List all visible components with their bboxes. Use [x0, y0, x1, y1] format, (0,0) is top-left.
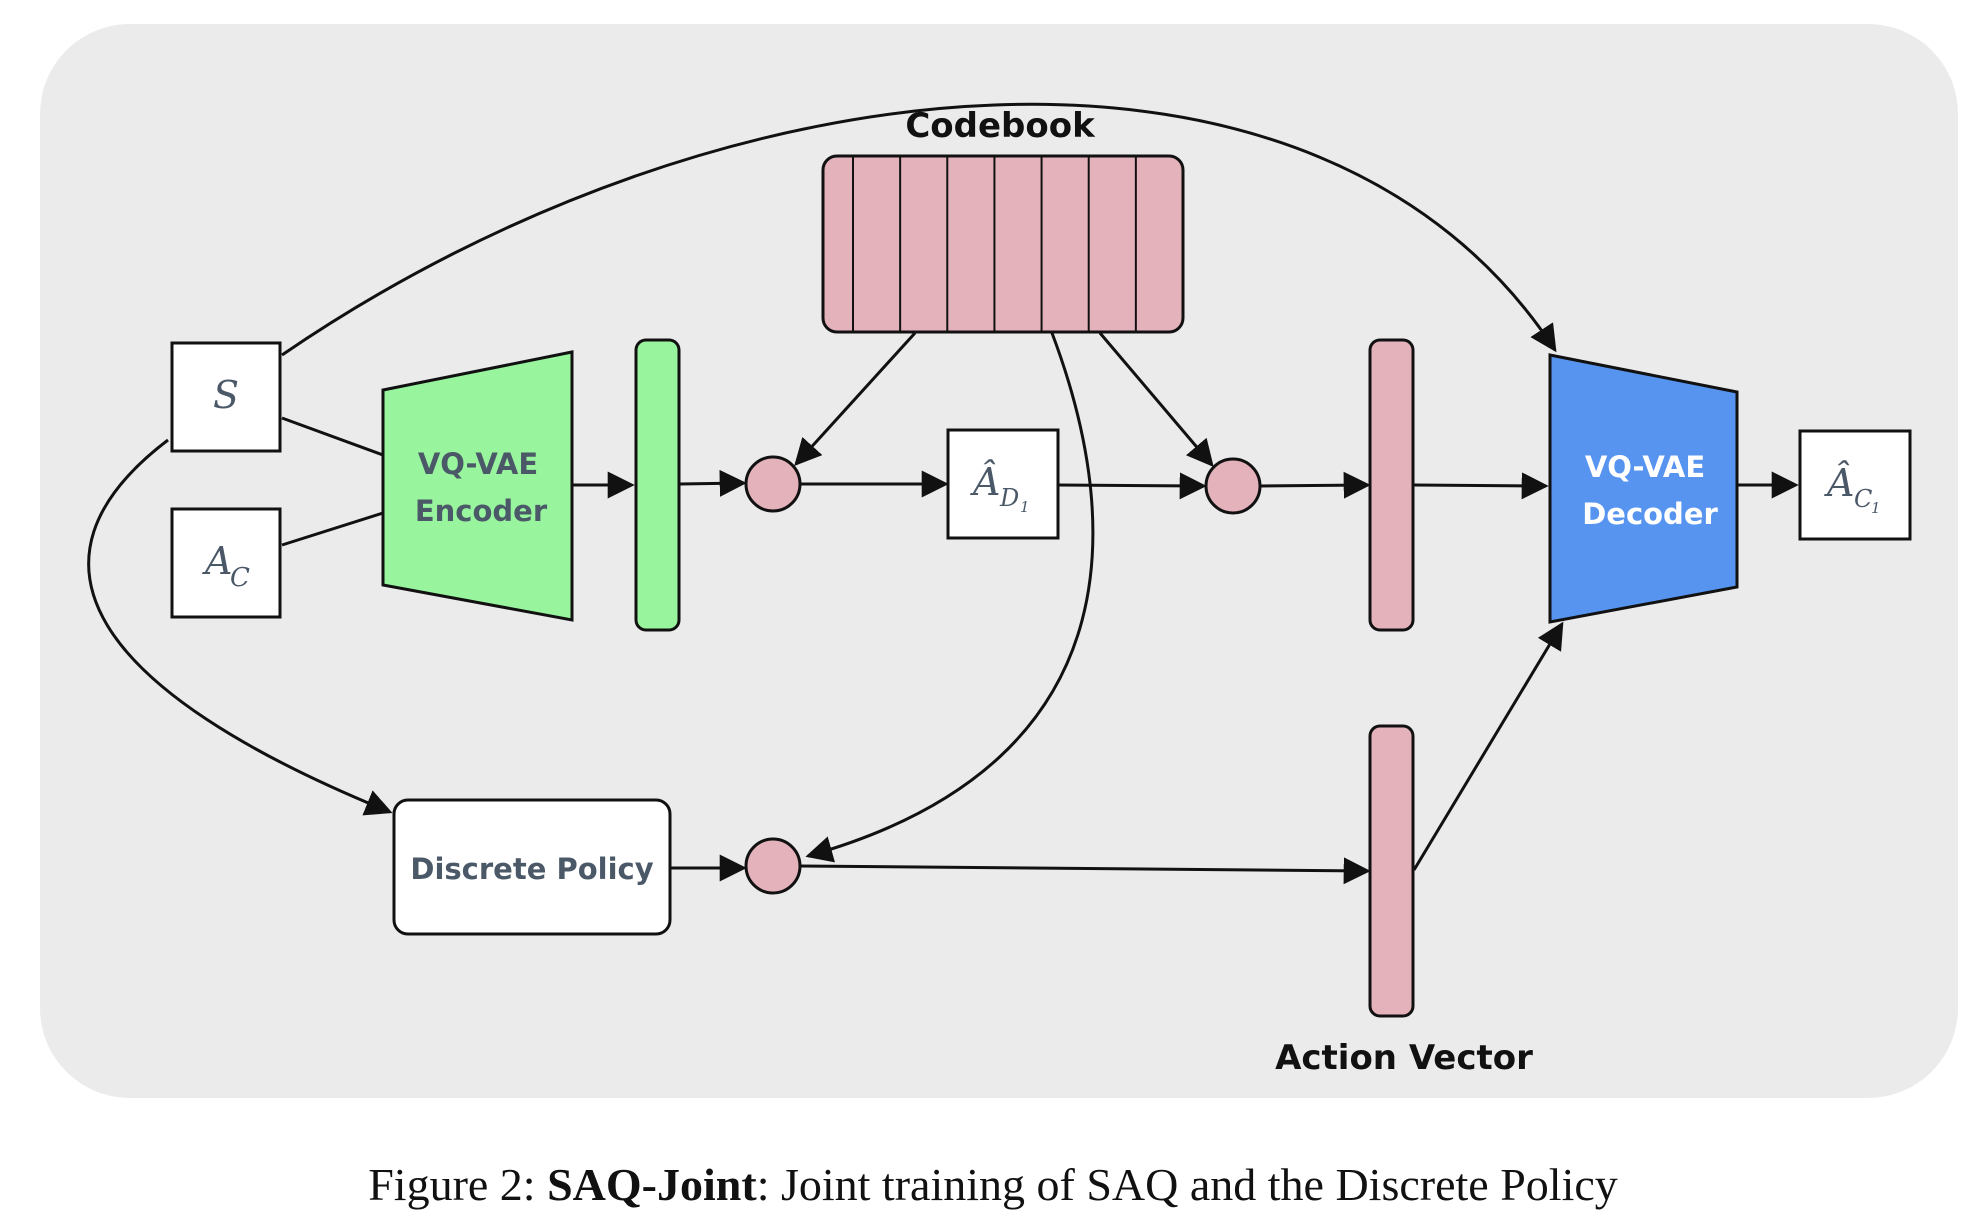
- vq-vae-decoder: VQ-VAE Decoder: [1548, 353, 1739, 624]
- codebook-entries: [852, 156, 1137, 332]
- vq-vae-encoder: VQ-VAE Encoder: [381, 350, 574, 622]
- latent-vector-quantized: [1368, 338, 1415, 632]
- action-continuous-subscript: C: [230, 563, 250, 593]
- edge-codebook-to-quantize: [794, 331, 917, 466]
- state-node: S: [170, 341, 282, 453]
- caption-prefix: Figure 2:: [368, 1159, 548, 1210]
- decoder-label-line2: Decoder: [1582, 497, 1718, 531]
- edge-action-vector-to-decoder: [1412, 621, 1564, 871]
- quantize-node: [744, 455, 802, 513]
- codebook-lookup-node: [1204, 457, 1262, 515]
- edge-lookup-to-latent: [1259, 471, 1371, 499]
- policy-lookup-node: [744, 837, 802, 895]
- edge-discrete-action-to-lookup: [1057, 472, 1207, 500]
- action-continuous-node: A C: [170, 507, 282, 619]
- decoder-label-line1: VQ-VAE: [1585, 450, 1705, 484]
- caption-bold: SAQ-Joint: [547, 1159, 757, 1210]
- action-vector: [1368, 724, 1415, 1018]
- action-continuous-symbol: A: [202, 539, 232, 583]
- discrete-policy-label: Discrete Policy: [410, 852, 653, 886]
- codebook-label: Codebook: [905, 106, 1096, 146]
- figure-caption: Figure 2: SAQ-Joint: Joint training of S…: [0, 1162, 1986, 1208]
- edge-state-to-decoder: [281, 102, 1557, 357]
- edge-codebook-to-policy-lookup: [805, 332, 1095, 863]
- reconstructed-action-subscript: C: [1854, 485, 1872, 513]
- encoder-label-line2: Encoder: [415, 494, 548, 528]
- edge-latent-to-quantize: [679, 469, 747, 497]
- edge-action-to-encoder: [281, 511, 384, 547]
- reconstructed-action-node: Â C 1: [1798, 429, 1912, 541]
- codebook: Codebook: [821, 106, 1185, 334]
- encoder-label-line1: VQ-VAE: [418, 447, 538, 481]
- discrete-action-subscript: D: [999, 484, 1019, 512]
- edge-state-to-encoder: [281, 416, 384, 457]
- action-vector-label: Action Vector: [1275, 1038, 1533, 1078]
- latent-vector-encoded: [634, 338, 681, 632]
- discrete-action-node: Â D 1: [946, 428, 1060, 540]
- edge-lookup-to-action-vector: [799, 857, 1371, 885]
- reconstructed-action-sub-index: 1: [1871, 499, 1881, 517]
- discrete-action-sub-index: 1: [1020, 498, 1030, 516]
- edge-state-to-policy: [87, 438, 393, 816]
- reconstructed-action-symbol: Â: [1824, 461, 1854, 505]
- discrete-action-symbol: Â: [970, 460, 1000, 504]
- edge-latent-to-decoder: [1413, 472, 1549, 500]
- caption-suffix: : Joint training of SAQ and the Discrete…: [756, 1159, 1618, 1210]
- edge-codebook-to-lookup: [1098, 332, 1214, 468]
- discrete-policy-node: Discrete Policy: [392, 798, 672, 936]
- state-symbol: S: [213, 373, 239, 417]
